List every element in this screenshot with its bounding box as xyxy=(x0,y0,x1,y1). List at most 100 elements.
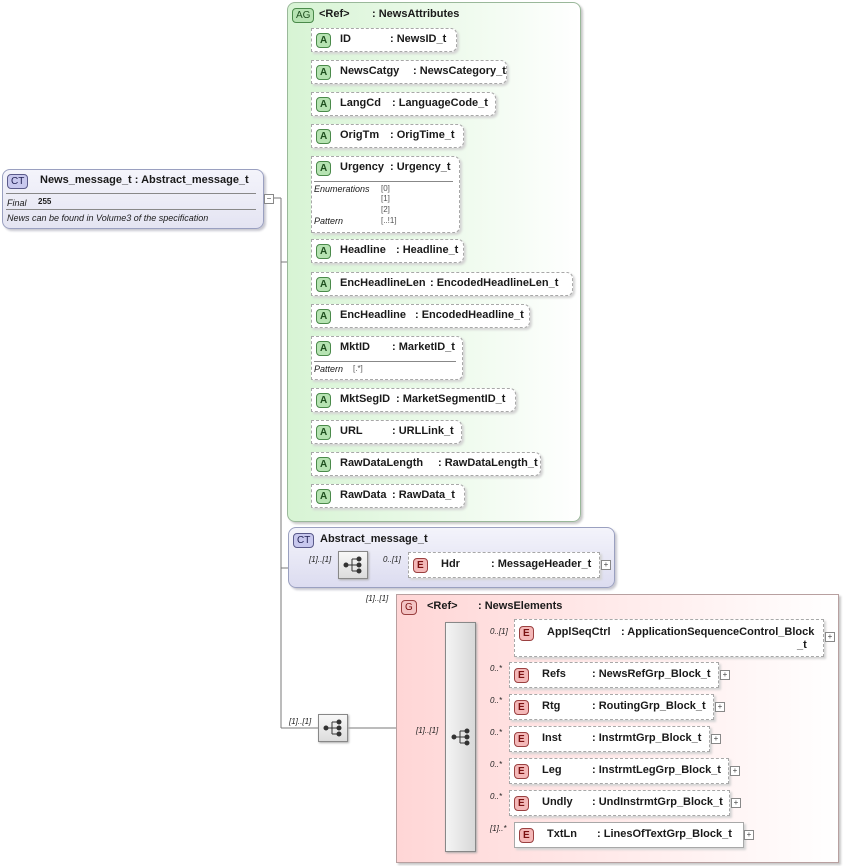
element-undly[interactable]: E Undly : UndInstrmtGrp_Block_t xyxy=(509,790,730,816)
element-refs[interactable]: E Refs : NewsRefGrp_Block_t xyxy=(509,662,719,688)
element-name: Leg xyxy=(542,764,562,776)
element-cardinality: 0..[1] xyxy=(490,627,508,636)
element-icon: E xyxy=(514,732,529,747)
complex-type-news-message[interactable]: CT News_message_t : Abstract_message_t F… xyxy=(2,169,264,229)
element-cardinality: 0..* xyxy=(490,760,503,769)
element-name: Rtg xyxy=(542,700,561,712)
attribute-urgency[interactable]: A Urgency : Urgency_t Enumerations [0] [… xyxy=(311,156,460,233)
element-icon: E xyxy=(514,764,529,779)
group-ref: <Ref> xyxy=(427,600,458,612)
inner-sequence-cardinality: [1]..[1] xyxy=(416,726,439,735)
attribute-type: : Headline_t xyxy=(396,244,459,256)
attribute-mktsegid[interactable]: A MktSegID : MarketSegmentID_t xyxy=(311,388,516,412)
enumerations-label: Enumerations xyxy=(314,184,370,194)
attribute-group-ref: <Ref> xyxy=(319,8,350,20)
complex-type-badge: CT xyxy=(293,533,315,548)
collapse-toggle[interactable]: − xyxy=(264,194,274,204)
element-type: : ApplicationSequenceControl_Block xyxy=(621,626,815,638)
pattern-label: Pattern xyxy=(314,364,344,374)
element-applseqctrl[interactable]: E ApplSeqCtrl : ApplicationSequenceContr… xyxy=(514,619,824,657)
element-leg[interactable]: E Leg : InstrmtLegGrp_Block_t xyxy=(509,758,729,784)
attribute-rawdatalength[interactable]: A RawDataLength : RawDataLength_t xyxy=(311,452,541,476)
expand-toggle[interactable]: + xyxy=(601,560,611,570)
sequence-compositor-icon[interactable] xyxy=(338,551,368,579)
expand-toggle[interactable]: + xyxy=(744,830,754,840)
element-inst[interactable]: E Inst : InstrmtGrp_Block_t xyxy=(509,726,710,752)
attribute-group-name: : NewsAttributes xyxy=(372,8,460,20)
attribute-icon: A xyxy=(316,425,332,440)
attribute-type: : URLLink_t xyxy=(392,425,454,437)
complex-type-badge: CT xyxy=(7,174,29,189)
expand-toggle[interactable]: + xyxy=(825,632,835,642)
attribute-headline[interactable]: A Headline : Headline_t xyxy=(311,239,464,263)
attribute-type: : EncodedHeadline_t xyxy=(415,309,524,321)
attribute-newscatgy[interactable]: A NewsCatgy : NewsCategory_t xyxy=(311,60,507,84)
element-rtg[interactable]: E Rtg : RoutingGrp_Block_t xyxy=(509,694,714,720)
attribute-encheadline[interactable]: A EncHeadline : EncodedHeadline_t xyxy=(311,304,530,328)
element-type-continued: _t xyxy=(797,639,807,651)
pattern-value: [..!1] xyxy=(381,216,397,225)
attribute-name: NewsCatgy xyxy=(340,65,400,77)
element-icon: E xyxy=(519,626,534,641)
attribute-id[interactable]: A ID : NewsID_t xyxy=(311,28,457,52)
attribute-encheadlinelen[interactable]: A EncHeadlineLen : EncodedHeadlineLen_t xyxy=(311,272,573,296)
element-name: Undly xyxy=(542,796,573,808)
final-label: Final xyxy=(7,198,27,208)
attribute-mktid[interactable]: A MktID : MarketID_t Pattern [.*] xyxy=(311,336,463,380)
attribute-name: EncHeadline xyxy=(340,309,407,321)
enum-value: [2] xyxy=(381,205,390,214)
attribute-langcd[interactable]: A LangCd : LanguageCode_t xyxy=(311,92,496,116)
attribute-name: Urgency xyxy=(340,161,385,173)
type-documentation: News can be found in Volume3 of the spec… xyxy=(7,213,209,223)
element-icon: E xyxy=(519,828,534,843)
attribute-rawdata[interactable]: A RawData : RawData_t xyxy=(311,484,465,508)
element-txtln[interactable]: E TxtLn : LinesOfTextGrp_Block_t xyxy=(514,822,744,848)
expand-toggle[interactable]: + xyxy=(711,734,721,744)
attribute-type: : Urgency_t xyxy=(390,161,451,173)
pattern-label: Pattern xyxy=(314,216,344,226)
attribute-name: URL xyxy=(340,425,363,437)
attribute-icon: A xyxy=(316,129,332,144)
attribute-icon: A xyxy=(316,244,332,259)
element-icon: E xyxy=(514,668,529,683)
expand-toggle[interactable]: + xyxy=(731,798,741,808)
attribute-type: : NewsCategory_t xyxy=(413,65,506,77)
expand-toggle[interactable]: + xyxy=(715,702,725,712)
element-name: ApplSeqCtrl xyxy=(547,626,611,638)
attribute-url[interactable]: A URL : URLLink_t xyxy=(311,420,462,444)
attribute-icon: A xyxy=(316,161,332,176)
attribute-name: EncHeadlineLen xyxy=(340,277,426,289)
attribute-icon: A xyxy=(316,341,332,356)
attribute-type: : EncodedHeadlineLen_t xyxy=(430,277,559,289)
attribute-type: : MarketID_t xyxy=(392,341,455,353)
attribute-icon: A xyxy=(316,277,332,292)
attribute-name: RawDataLength xyxy=(340,457,424,469)
attribute-icon: A xyxy=(316,33,332,48)
attribute-type: : MarketSegmentID_t xyxy=(396,393,506,405)
element-icon: E xyxy=(413,558,428,573)
sequence-compositor-icon[interactable] xyxy=(318,714,348,742)
attribute-name: RawData xyxy=(340,489,387,501)
element-cardinality: 0..* xyxy=(490,696,503,705)
group-cardinality: [1]..[1] xyxy=(366,594,389,603)
attribute-type: : NewsID_t xyxy=(390,33,447,45)
element-type: : MessageHeader_t xyxy=(491,558,592,570)
attribute-icon: A xyxy=(316,457,332,472)
hdr-cardinality: 0..[1] xyxy=(383,555,401,564)
sequence-compositor-bar[interactable] xyxy=(445,622,476,852)
expand-toggle[interactable]: + xyxy=(730,766,740,776)
element-hdr[interactable]: E Hdr : MessageHeader_t xyxy=(408,552,600,578)
expand-toggle[interactable]: + xyxy=(720,670,730,680)
attribute-icon: A xyxy=(316,489,332,504)
enum-value: [1] xyxy=(381,194,390,203)
element-type: : RoutingGrp_Block_t xyxy=(592,700,706,712)
element-cardinality: 0..* xyxy=(490,728,503,737)
group-badge: G xyxy=(401,600,417,615)
element-name: Hdr xyxy=(441,558,460,570)
attribute-name: LangCd xyxy=(340,97,381,109)
attribute-type: : LanguageCode_t xyxy=(392,97,488,109)
element-name: Refs xyxy=(542,668,566,680)
type-name: News_message_t xyxy=(40,174,132,186)
attribute-icon: A xyxy=(316,97,332,112)
attribute-origtm[interactable]: A OrigTm : OrigTime_t xyxy=(311,124,464,148)
